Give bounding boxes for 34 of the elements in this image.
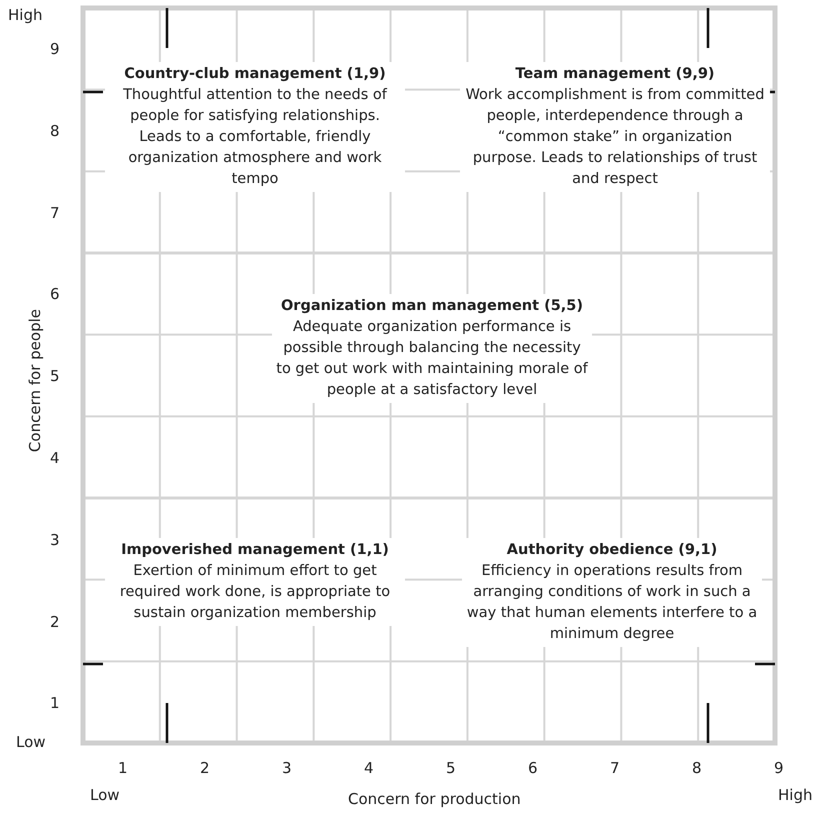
axis-tick-label: 5 xyxy=(446,759,456,777)
style-heading: Authority obedience (9,1) xyxy=(506,541,718,560)
axis-tick-label: 3 xyxy=(282,759,292,777)
style-description: Exertion of minimum effort to get required work done, is appropriate to sustain organization membership xyxy=(118,562,392,623)
axis-tick-label: 6 xyxy=(50,285,60,304)
axis-end-label: High xyxy=(8,6,42,24)
axis-title: Concern for production xyxy=(348,790,521,808)
style-heading: Country-club management (1,9) xyxy=(123,65,387,84)
axis-title: Concern for people xyxy=(26,308,44,452)
axis-tick-label: 8 xyxy=(692,759,702,777)
axis-tick-label: 1 xyxy=(50,694,60,712)
axis-tick-label: 7 xyxy=(50,204,60,222)
axis-tick-label: 1 xyxy=(118,759,128,777)
axis-end-label: High xyxy=(778,786,812,804)
axis-tick-label: 8 xyxy=(50,122,60,140)
axis-tick-label: 6 xyxy=(528,759,538,777)
axis-tick-label: 4 xyxy=(364,759,374,777)
axis-tick-label: 4 xyxy=(50,449,60,467)
axis-tick-label: 9 xyxy=(50,40,60,58)
axis-end-label: Low xyxy=(16,733,46,751)
axis-tick-label: 5 xyxy=(50,367,60,386)
style-heading: Team management (9,9) xyxy=(514,65,716,84)
axis-tick-label: 2 xyxy=(200,759,210,777)
style-heading: Organization man management (5,5) xyxy=(280,297,584,316)
axis-tick-label: 2 xyxy=(50,612,60,631)
style-description: Work accomplishment is from committed people, interdependence through a “common stake” in organization purpose. Leads to relationships of trust and respect xyxy=(464,86,766,189)
style-heading: Impoverished management (1,1) xyxy=(120,541,390,560)
style-description: Adequate organization performance is possible through balancing the necessity to get out work with maintaining morale of people at a satisfactory level xyxy=(276,318,588,400)
axis-end-label: Low xyxy=(90,786,120,804)
axis-tick-label: 7 xyxy=(610,759,620,777)
style-description: Thoughtful attention to the needs of people for satisfying relationships. Leads to a comfortable, friendly organization atmosphere and work tempo xyxy=(122,86,388,189)
axis-tick-label: 3 xyxy=(50,530,60,549)
style-description: Efficiency in operations results from arranging conditions of work in such a way that human elements interfere to a minimum degree xyxy=(466,562,758,644)
axis-tick-label: 9 xyxy=(774,759,784,777)
